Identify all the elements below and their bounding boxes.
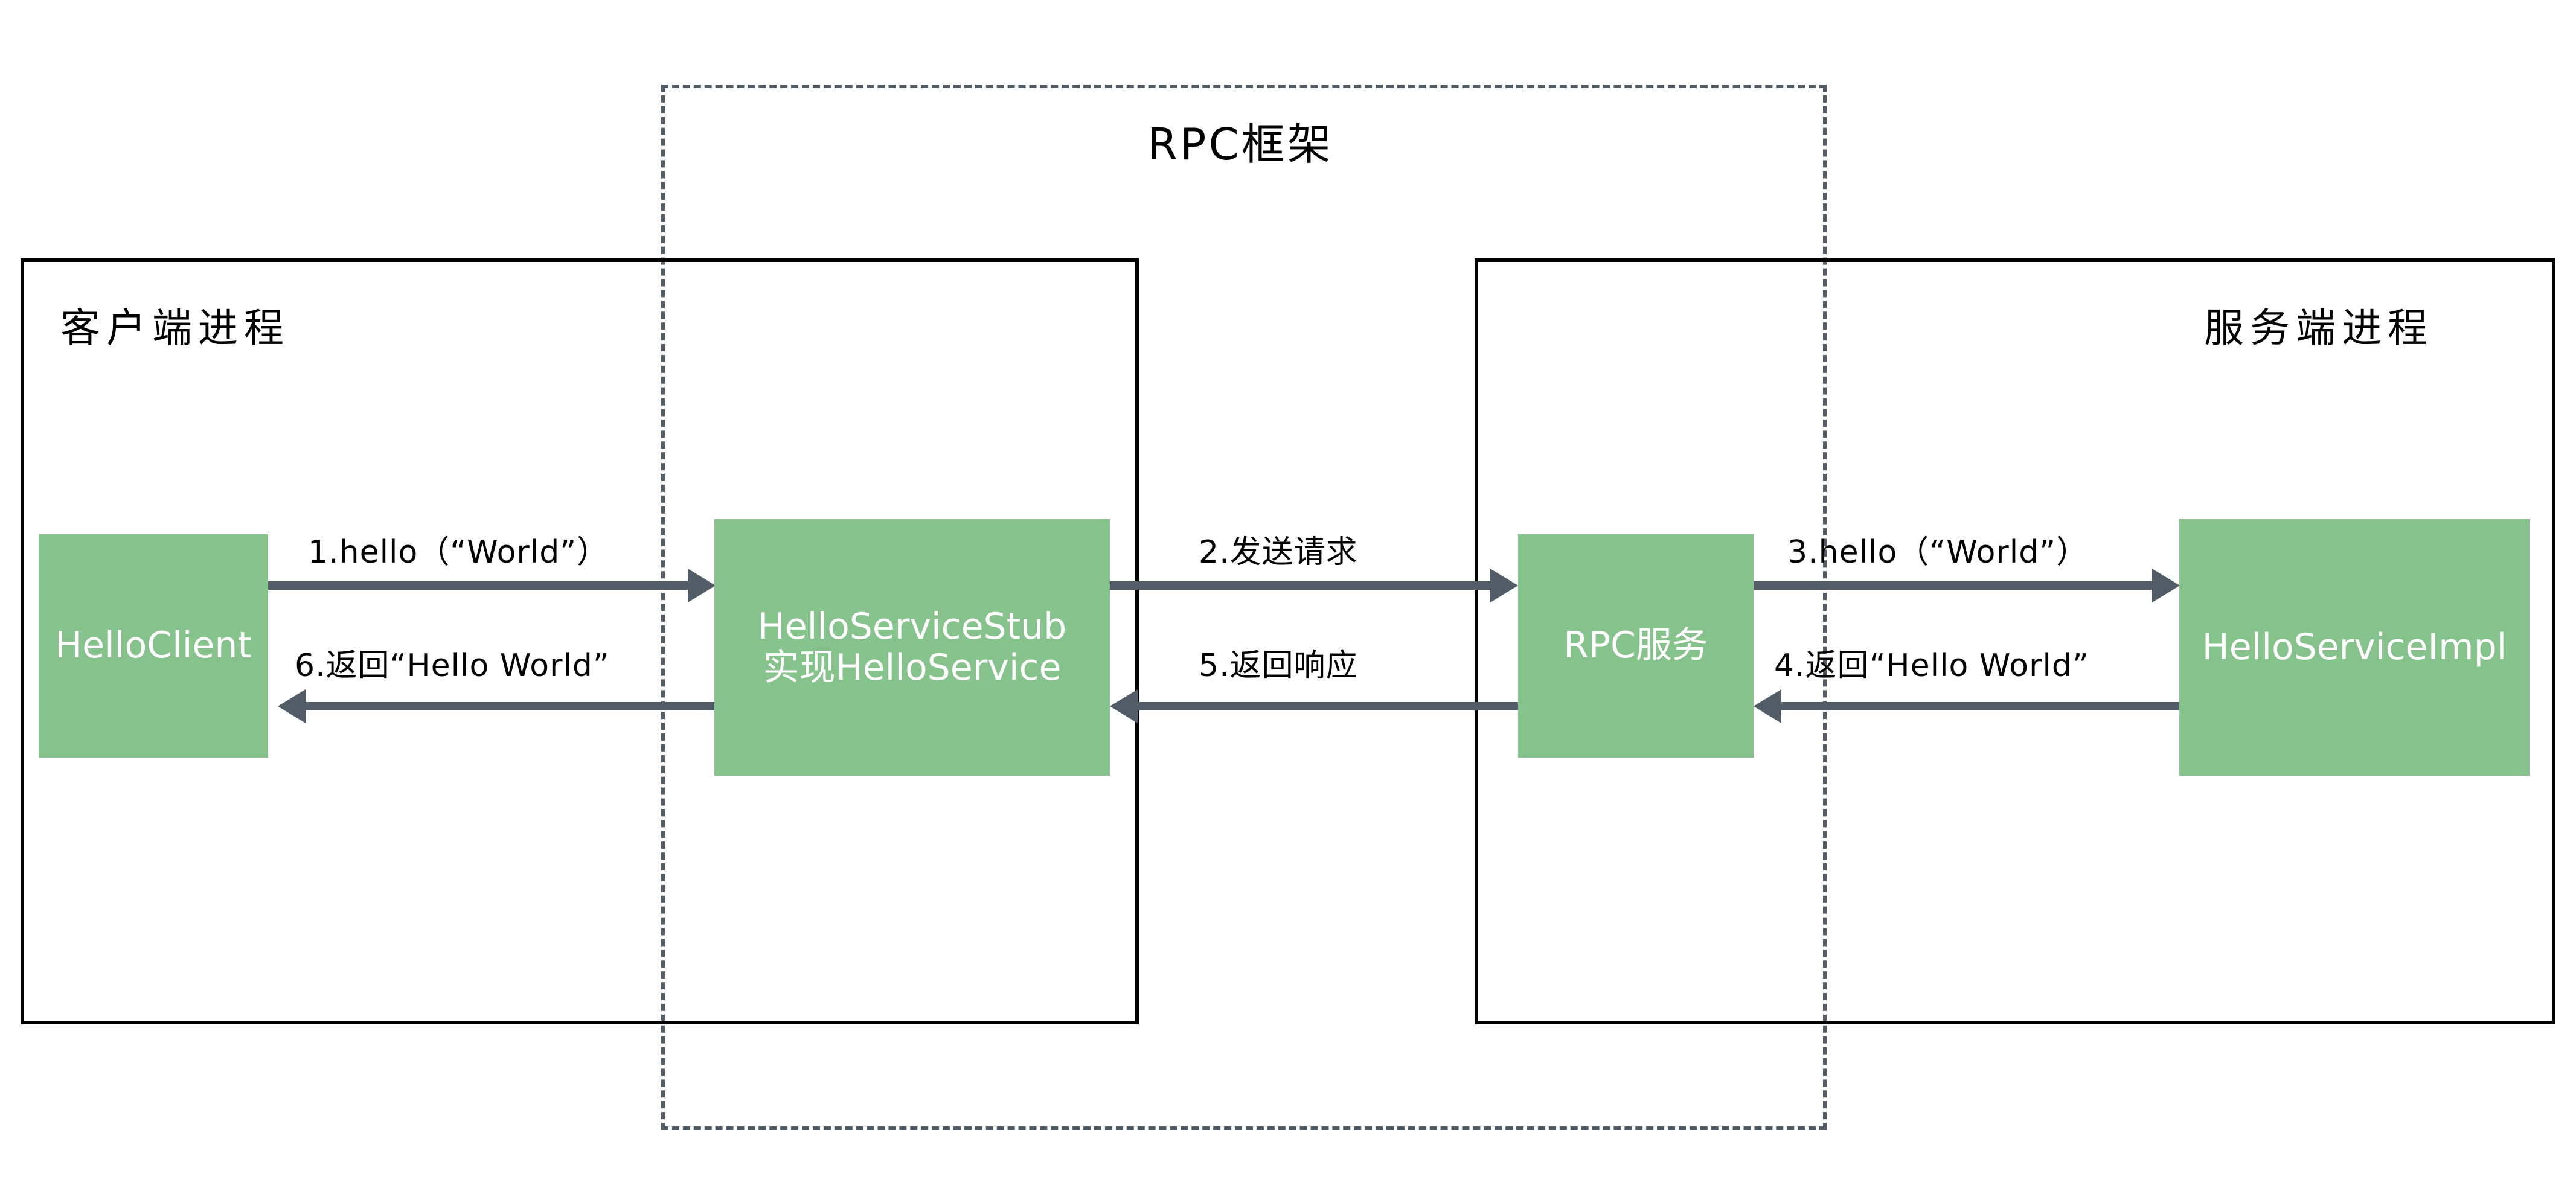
flow-4-arrow-head-left-icon [1754,689,1781,723]
node-rpc-service-label: RPC服务 [1563,624,1708,667]
flow-3-label: 3.hello（“World”） [1787,534,2089,570]
flow-5-arrow-head-left-icon [1110,689,1138,723]
node-hello-client[interactable]: HelloClient [39,534,268,758]
node-rpc-service[interactable]: RPC服务 [1518,534,1754,758]
flow-6-arrow-head-left-icon [278,689,306,723]
client-process-label: 客户端进程 [60,305,290,351]
node-hello-client-label: HelloClient [55,624,252,667]
flow-4-arrow-line [1781,702,2180,710]
rpc-framework-boundary [661,85,1827,1130]
node-hello-service-impl[interactable]: HelloServiceImpl [2179,519,2530,776]
node-hello-service-stub-label-2: 实现HelloService [763,646,1062,689]
flow-4-label: 4.返回“Hello World” [1774,648,2089,684]
rpc-framework-title: RPC框架 [1147,119,1333,170]
flow-1-arrow-head-right-icon [688,569,716,602]
flow-5-label: 5.返回响应 [1199,648,1358,684]
node-hello-service-impl-label: HelloServiceImpl [2202,625,2507,668]
flow-6-arrow-line [306,702,716,710]
server-process-label: 服务端进程 [2204,305,2433,351]
flow-2-label: 2.发送请求 [1199,534,1358,570]
server-process-container [1475,258,2555,1024]
flow-3-arrow-line [1754,581,2152,590]
client-process-container [21,258,1139,1024]
flow-2-arrow-head-right-icon [1490,569,1518,602]
flow-1-label: 1.hello（“World”） [308,534,609,570]
flow-1-arrow-line [268,581,688,590]
node-hello-service-stub-label-1: HelloServiceStub [757,605,1067,648]
flow-5-arrow-line [1138,702,1518,710]
node-hello-service-stub[interactable]: HelloServiceStub 实现HelloService [714,519,1110,776]
flow-2-arrow-line [1110,581,1490,590]
flow-6-label: 6.返回“Hello World” [295,648,610,684]
flow-3-arrow-head-right-icon [2152,569,2180,602]
